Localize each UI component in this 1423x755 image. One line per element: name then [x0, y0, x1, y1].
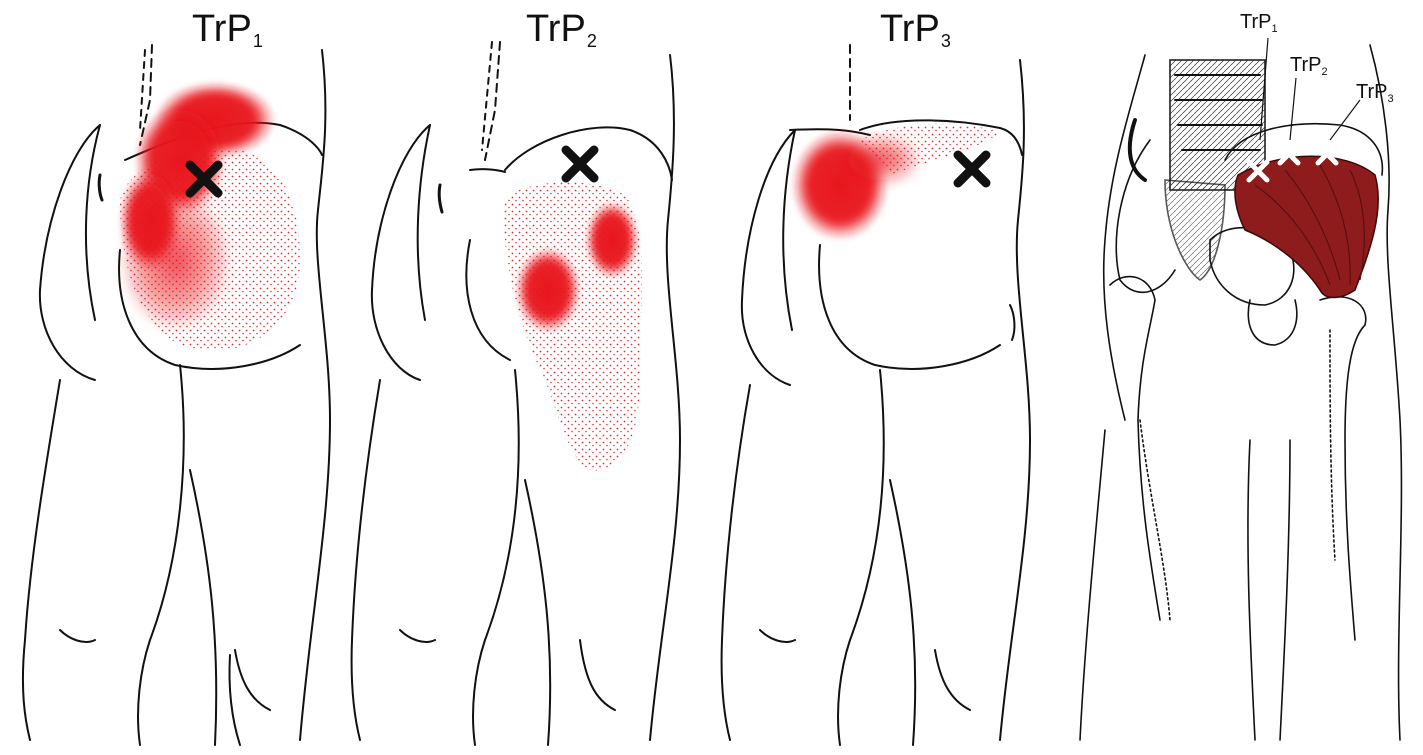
- anatomy-figure: [1080, 45, 1401, 740]
- panel-3-x-mark-icon: [958, 155, 986, 183]
- panel-2-referred-pain: [504, 182, 642, 470]
- panel-1-referred-pain: [120, 82, 300, 351]
- panel-3-referred-pain: [792, 124, 1000, 240]
- gluteus-muscle: [1235, 156, 1378, 297]
- panel-2-x-mark-icon: [566, 150, 594, 178]
- anatomy-leader-lines: [1260, 38, 1360, 140]
